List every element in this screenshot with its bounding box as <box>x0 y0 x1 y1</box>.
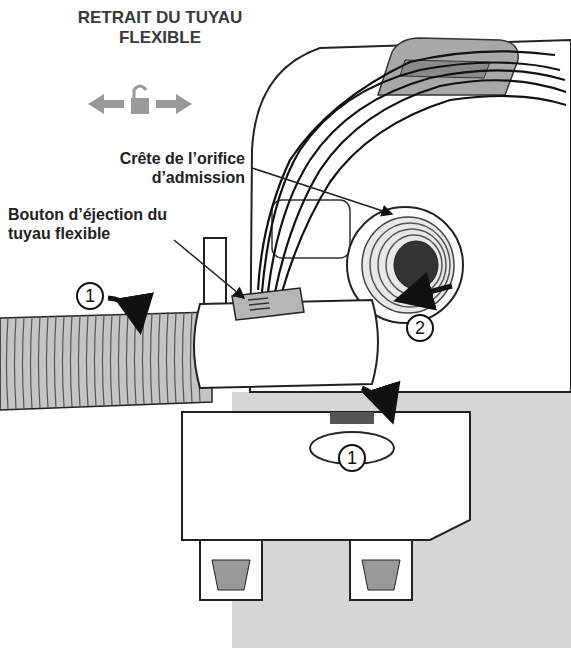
callout-number: 1 <box>338 444 366 472</box>
part-label: Bouton d’éjection du tuyau flexible <box>8 206 170 244</box>
callout-number: 2 <box>406 314 434 342</box>
part-label: Crête de l’orifice d’admission <box>80 150 245 188</box>
callout-number: 1 <box>76 282 104 310</box>
title: RETRAIT DU TUYAU FLEXIBLE <box>74 8 246 49</box>
